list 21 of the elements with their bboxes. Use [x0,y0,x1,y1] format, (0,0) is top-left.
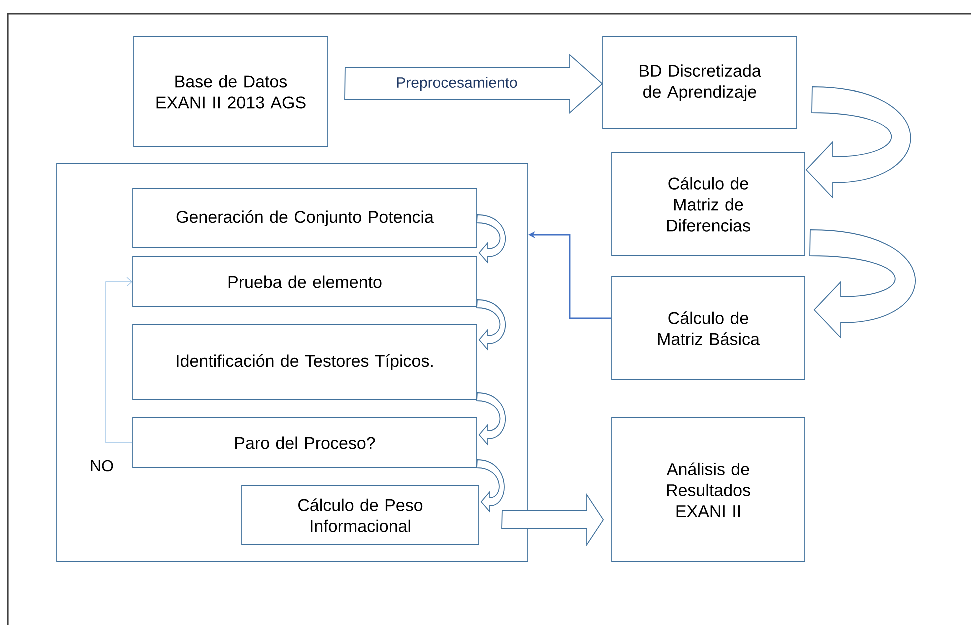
curved-arrow [810,230,916,338]
edge-label: Preprocesamiento [395,76,519,92]
group-box [56,164,528,562]
block-arrow [502,494,604,546]
loop-arrow [106,277,133,444]
curved-arrow [476,214,506,264]
process-box: Análisis de Resultados EXANI II [612,418,806,562]
curved-arrow [476,392,506,446]
process-box: Generación de Conjunto Potencia [132,188,478,248]
process-box: Identificación de Testores Típicos. [132,324,478,400]
process-box: Prueba de elemento [132,256,478,308]
curved-arrow [476,300,506,350]
curved-arrow [806,86,912,198]
process-box: Cálculo de Matriz Básica [612,276,806,380]
process-box: Cálculo de Matriz de Diferencias [612,152,806,256]
process-box: Base de Datos EXANI II 2013 AGS [134,36,328,148]
process-box: BD Discretizada de Aprendizaje [602,36,798,130]
process-box: Cálculo de Peso Informacional [242,486,480,546]
process-box: Paro del Proceso? [132,418,478,468]
edge-label: NO [89,459,115,473]
curved-arrow [476,460,505,512]
